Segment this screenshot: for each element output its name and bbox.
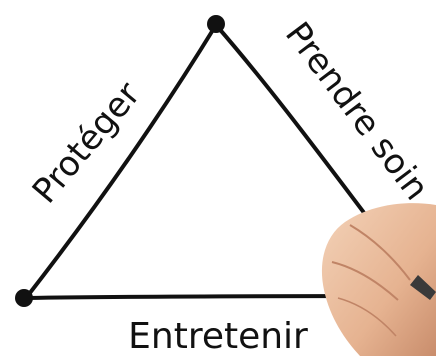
label-left: Protéger <box>25 75 149 212</box>
hand-image <box>321 203 436 356</box>
label-bottom: Entretenir <box>128 316 308 356</box>
edge-left <box>24 23 218 300</box>
marker-tip <box>410 275 436 300</box>
vertex-top <box>207 15 225 33</box>
label-right: Prendre soin <box>277 15 436 208</box>
vertex-left <box>15 289 33 307</box>
